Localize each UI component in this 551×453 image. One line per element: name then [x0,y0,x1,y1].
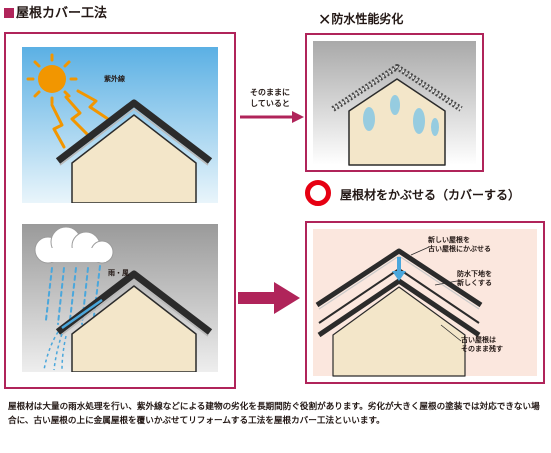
water-run-off [43,298,103,371]
house-top [55,99,213,203]
uv-rays [50,89,110,149]
bad-result-frame [305,33,484,172]
uv-label: 紫外線 [104,75,125,83]
good-result-title: 屋根材をかぶせる（カバーする） [340,188,521,202]
callout-sheet-line2: 新しくする [457,279,492,287]
sun-panel [22,47,218,203]
callout-sheet-line1: 防水下地を [457,270,492,278]
circle-icon [305,180,331,206]
callout-old-roof: 古い屋根は そのまま残す [461,336,503,354]
bad-result-title: ✕防水性能劣化 [318,10,403,29]
callout-old-roof-line1: 古い屋根は [461,336,496,344]
page-title-text: 屋根カバー工法 [16,6,108,21]
down-arrow-icon [392,257,406,281]
leak-stains [363,95,439,136]
arrow-top-icon [240,111,304,123]
bad-result-title-text: 防水性能劣化 [331,12,404,26]
arrow-top-label: そのままに していると [240,87,300,109]
callout-old-roof-line2: そのまま残す [461,345,503,353]
sun-icon [26,53,78,105]
arrow-top-label-line2: していると [250,99,290,108]
arrow-top-label-line1: そのままに [250,88,290,97]
page-title: 屋根カバー工法 [4,2,107,21]
good-result-frame [305,221,545,384]
callout-waterproof-sheet: 防水下地を 新しくする [457,270,492,288]
description-text: 屋根材は大量の雨水処理を行い、紫外線などによる建物の劣化を長期間防ぐ役割がありま… [8,402,540,426]
rain-panel [22,224,218,372]
callout-new-roof-line1: 新しい屋根を [428,236,470,244]
callout-new-roof: 新しい屋根を 古い屋根にかぶせる [428,236,491,254]
title-square-icon [4,8,14,18]
cloud-icon [34,226,114,264]
degraded-house [331,64,463,166]
covered-house [315,248,483,377]
callout-new-roof-line2: 古い屋根にかぶせる [428,245,491,253]
arrow-bottom-icon [238,282,300,314]
rain-wind-label: 雨・風 [108,269,129,277]
new-roof [315,248,483,308]
cross-icon: ✕ [318,10,332,29]
